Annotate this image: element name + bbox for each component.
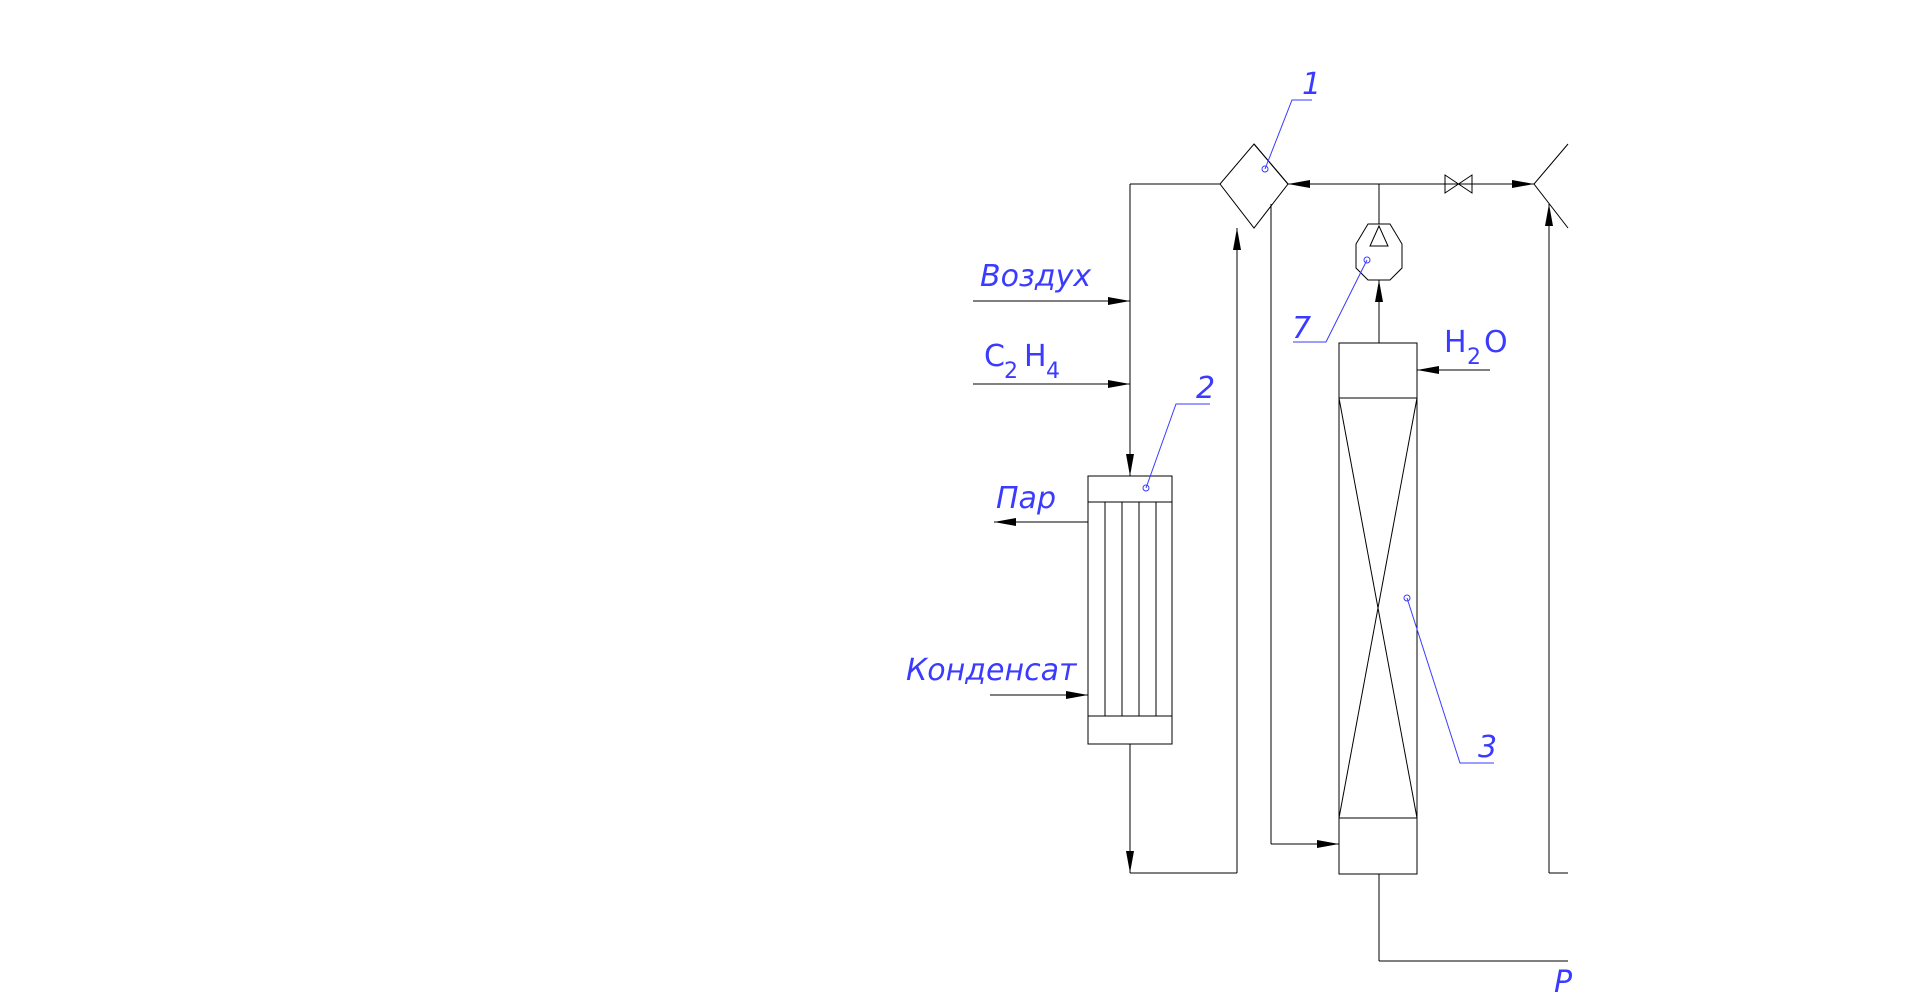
air-label: Воздух [980,259,1091,294]
callout-leaders [1145,99,1494,764]
piping [973,183,1568,962]
water-h: H [1444,325,1467,360]
callout-7: 7 [1292,311,1311,346]
ethylene-sub4: 4 [1046,359,1060,384]
water-sub2: 2 [1467,345,1481,370]
heat-exchanger-1 [1219,143,1289,229]
water-o: O [1484,325,1508,360]
steam-label: Пар [996,481,1056,516]
compressor-7 [1355,223,1403,281]
ethylene-h: H [1024,339,1047,374]
ethylene-sub2: 2 [1004,359,1018,384]
water-label: H 2 O [1444,325,1508,370]
partial-right-label: Р [1554,965,1573,1000]
absorber-3 [1338,342,1418,875]
callout-3: 3 [1478,730,1497,765]
condensate-label: Конденсат [906,653,1078,688]
callout-1: 1 [1302,67,1321,102]
reactor-2 [1087,475,1173,745]
callout-2: 2 [1196,371,1215,406]
ethylene-label: C 2 H 4 [984,339,1060,384]
arrowheads [994,180,1553,873]
ethylene-c: C [984,339,1005,374]
valve [1444,174,1473,194]
